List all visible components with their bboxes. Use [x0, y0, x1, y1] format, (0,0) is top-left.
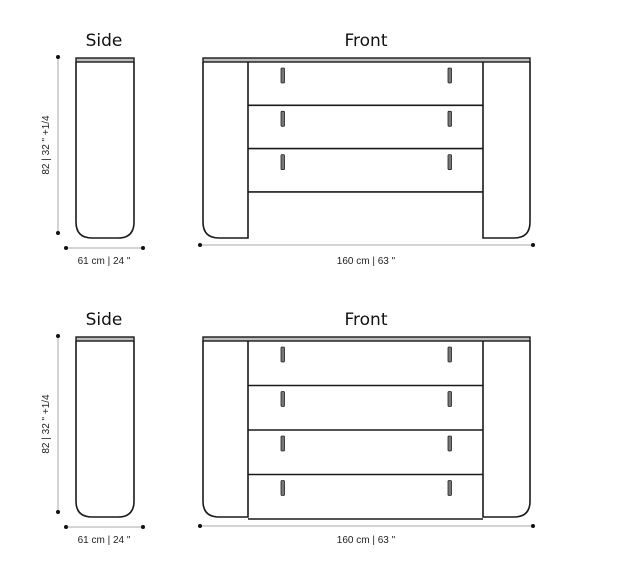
dimension-dot: [64, 525, 68, 529]
side-top-slab: [75, 57, 135, 63]
drawer-handle: [280, 391, 285, 407]
drawer-handle: [447, 480, 452, 496]
depth-label: 61 cm | 24 ": [78, 535, 131, 546]
view-shapes: [56, 334, 535, 529]
width-label: 160 cm | 63 ": [337, 256, 396, 267]
front-top-slab: [202, 336, 531, 342]
drawer-handle: [447, 154, 452, 171]
right-side-panel: [482, 62, 531, 239]
front-title: Front: [345, 31, 388, 51]
right-side-panel: [482, 341, 531, 518]
drawer-handle: [280, 67, 285, 84]
side-top-slab: [75, 336, 135, 342]
side-title: Side: [86, 31, 123, 51]
dimension-dot: [531, 524, 535, 528]
side-body: [75, 341, 135, 518]
width-label: 160 cm | 63 ": [337, 535, 396, 546]
drawer-handle: [280, 346, 285, 363]
dimension-dot: [56, 510, 60, 514]
left-side-panel: [202, 62, 249, 239]
drawer-handle: [280, 435, 285, 452]
view-shapes: [56, 55, 535, 250]
side-body: [75, 62, 135, 239]
drawer-handle: [280, 110, 285, 127]
dimension-dot: [141, 525, 145, 529]
drawer-handle: [447, 435, 452, 452]
height-label: 82 | 32 " +1/4: [41, 115, 52, 175]
depth-label: 61 cm | 24 ": [78, 256, 131, 267]
left-side-panel: [202, 341, 249, 518]
dimension-dot: [198, 524, 202, 528]
dimension-dot: [56, 231, 60, 235]
front-top-slab: [202, 57, 531, 63]
dimension-dot: [56, 55, 60, 59]
dimension-dot: [198, 243, 202, 247]
dimension-dot: [56, 334, 60, 338]
drawer-handle: [280, 154, 285, 171]
dimension-dot: [141, 246, 145, 250]
drawer-handle: [280, 480, 285, 496]
dimension-dot: [64, 246, 68, 250]
view-4-drawers: Side Front 82 | 32 " +1/4 61 cm | 24 " 1…: [41, 310, 535, 546]
height-label: 82 | 32 " +1/4: [41, 394, 52, 454]
drawer-handle: [447, 391, 452, 407]
drawer-handle: [447, 67, 452, 84]
drawer-handle: [447, 346, 452, 363]
view-3-drawers: Side Front 82 | 32 " +1/4 61 cm | 24 " 1…: [41, 31, 535, 267]
dimension-dot: [531, 243, 535, 247]
drawer-handle: [447, 110, 452, 127]
side-title: Side: [86, 310, 123, 330]
front-title: Front: [345, 310, 388, 330]
